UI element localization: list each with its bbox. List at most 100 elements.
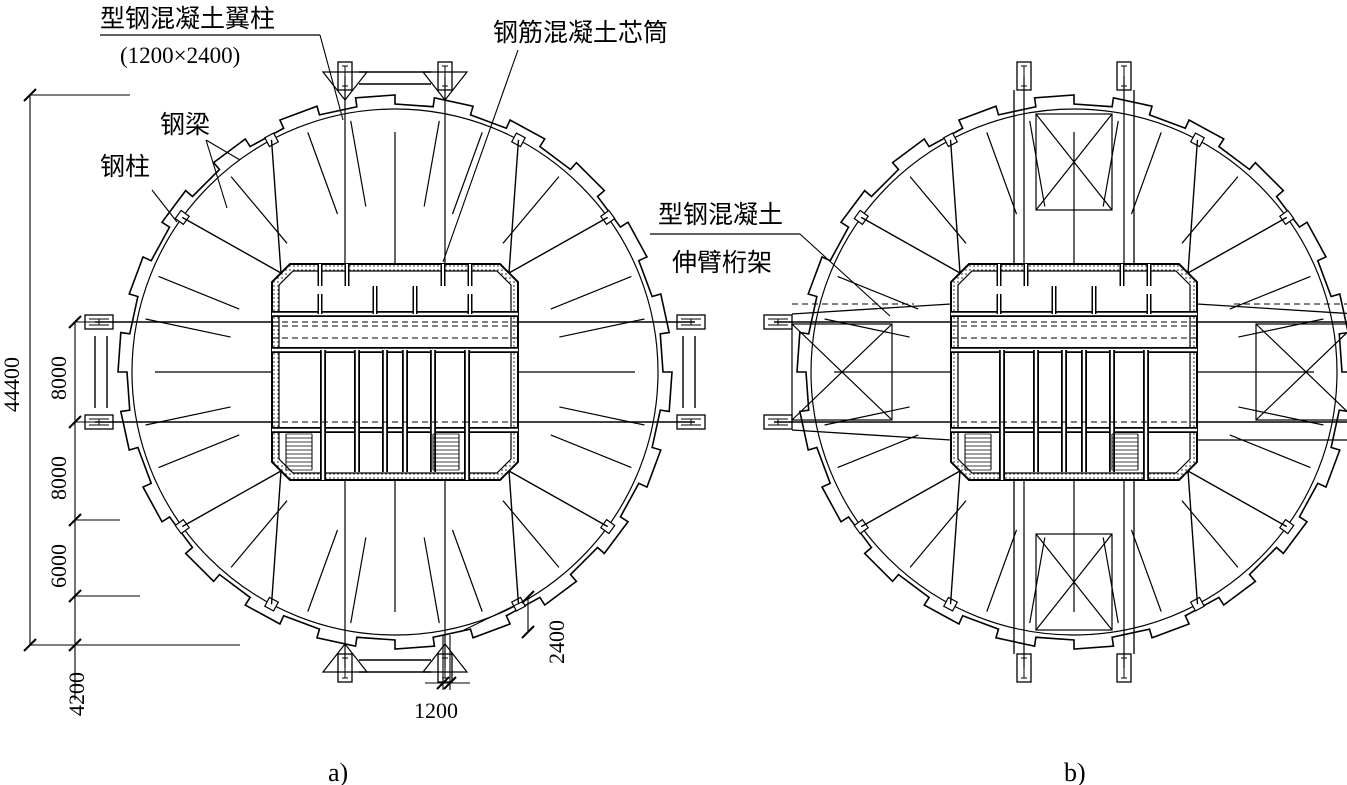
steel-beam-label: 钢梁	[160, 110, 211, 139]
dim-4200: 4200	[64, 672, 89, 716]
secondary-beam	[909, 500, 967, 568]
radial-steel-beam	[1187, 139, 1199, 274]
core-tube-inner	[278, 270, 512, 474]
secondary-beam	[986, 132, 1018, 215]
radial-steel-beam	[508, 216, 609, 274]
plan-b	[763, 61, 1347, 683]
outrigger-label-line1: 型钢混凝土	[658, 200, 784, 229]
leader-beam	[205, 139, 241, 161]
leader-column	[151, 189, 178, 223]
secondary-beam	[502, 500, 560, 568]
radial-steel-beam	[860, 470, 961, 528]
dim-6000: 6000	[46, 544, 71, 588]
outrigger-truss-bottom-diag	[1035, 533, 1113, 631]
radial-steel-beam	[949, 470, 961, 605]
dim-tick	[23, 638, 37, 652]
column-bracket	[421, 643, 469, 673]
radial-steel-beam	[1187, 470, 1288, 528]
dim-total-44400: 44400	[0, 357, 24, 412]
secondary-beam	[423, 120, 440, 207]
radial-steel-beam	[181, 216, 282, 274]
outrigger-truss-right	[1255, 323, 1347, 421]
secondary-beam	[1130, 132, 1162, 215]
secondary-beam	[1102, 537, 1119, 624]
dim-tick	[521, 590, 535, 604]
radial-steel-beam	[508, 139, 520, 274]
outrigger-truss-right-diag	[1255, 331, 1347, 421]
leader-src-column	[319, 34, 344, 121]
secondary-beam	[986, 529, 1018, 612]
radial-steel-beam	[508, 470, 609, 528]
src-column-label: 型钢混凝土翼柱	[100, 4, 276, 33]
dim-tick	[68, 513, 82, 527]
secondary-beam	[451, 529, 483, 612]
core-tube-inner	[957, 270, 1191, 474]
steel-column-label: 钢柱	[100, 152, 151, 181]
dim-tick	[68, 415, 82, 429]
outrigger-chord	[1196, 303, 1347, 315]
dim-1200: 1200	[414, 698, 458, 723]
column-bracket	[421, 71, 469, 101]
secondary-beam	[1029, 120, 1046, 207]
secondary-beam	[230, 176, 288, 244]
secondary-beam	[550, 434, 632, 469]
outrigger-chord	[791, 303, 952, 315]
caption-a: a)	[328, 758, 349, 785]
core-tube-label: 钢筋混凝土芯筒	[493, 18, 669, 47]
secondary-beam	[350, 120, 367, 207]
perimeter-beam-ring	[131, 108, 659, 636]
perimeter-beam-ring	[810, 108, 1338, 636]
outrigger-truss-top	[1035, 113, 1113, 211]
dim-2400: 2400	[544, 620, 569, 664]
secondary-beam	[1029, 537, 1046, 624]
dim-tick	[68, 638, 82, 652]
secondary-beam	[837, 434, 919, 469]
secondary-beam	[451, 132, 483, 215]
leader-beam	[205, 139, 228, 209]
dim-tick	[68, 589, 82, 603]
secondary-beam	[307, 529, 339, 612]
secondary-beam	[158, 275, 240, 310]
leader-core	[442, 49, 519, 263]
secondary-beam	[230, 500, 288, 568]
radial-steel-beam	[270, 470, 282, 605]
secondary-beam	[423, 537, 440, 624]
secondary-beam	[502, 176, 560, 244]
dim-tick	[68, 315, 82, 329]
dim-tick	[521, 625, 535, 639]
outrigger-truss-top-diag	[1035, 113, 1113, 211]
secondary-beam	[1181, 500, 1239, 568]
outrigger-label-line2: 伸臂桁架	[672, 248, 773, 277]
dim-8000-lower: 8000	[46, 456, 71, 500]
secondary-beam	[550, 275, 632, 310]
dim-ext	[459, 597, 531, 633]
leader-outrigger	[799, 233, 891, 317]
dim-8000-upper: 8000	[46, 356, 71, 400]
outrigger-chord	[791, 429, 952, 441]
caption-b: b)	[1064, 758, 1086, 785]
plan-a	[84, 61, 706, 683]
radial-steel-beam	[508, 470, 520, 605]
secondary-beam	[1181, 176, 1239, 244]
src-column-size-label: (1200×2400)	[120, 43, 241, 68]
radial-steel-beam	[949, 139, 961, 274]
radial-steel-beam	[1187, 216, 1288, 274]
secondary-beam	[1130, 529, 1162, 612]
outrigger-truss-bottom	[1035, 533, 1113, 631]
secondary-beam	[1229, 275, 1311, 310]
secondary-beam	[158, 434, 240, 469]
dim-tick	[23, 88, 37, 102]
dim-tick	[436, 676, 450, 690]
outrigger-truss-left	[791, 323, 893, 421]
dim-tick	[443, 676, 457, 690]
secondary-beam	[350, 537, 367, 624]
secondary-beam	[1102, 120, 1119, 207]
outrigger-truss-left-diag	[791, 323, 893, 421]
radial-steel-beam	[181, 470, 282, 528]
radial-steel-beam	[270, 139, 282, 274]
radial-steel-beam	[1187, 470, 1199, 605]
secondary-beam	[307, 132, 339, 215]
column-bracket	[321, 643, 369, 673]
